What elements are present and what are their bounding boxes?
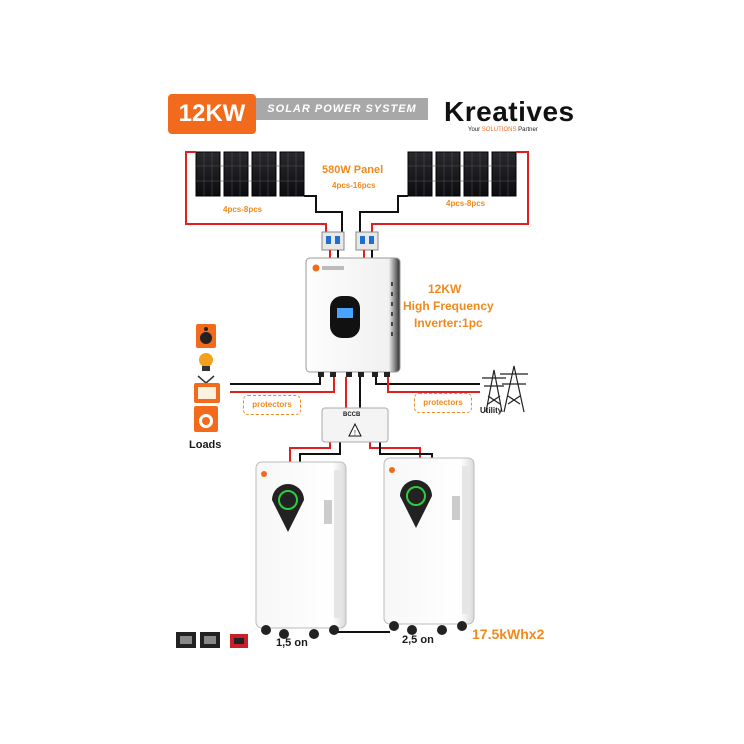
solar-panel (407, 151, 433, 197)
lightbulb-icon (199, 353, 213, 371)
utility-label: Utility (480, 406, 503, 415)
solar-panel (223, 151, 249, 197)
solar-panel (279, 151, 305, 197)
inverter-qty-label: Inverter:1pc (414, 316, 483, 330)
brand-tagline: Your SOLUTIONS Partner (468, 127, 538, 133)
battery-left (255, 461, 347, 639)
inverter-power-label: 12KW (428, 282, 462, 296)
inverter-type-label: High Frequency (403, 299, 494, 313)
pv-wiring-right (359, 151, 529, 234)
battery-logo-icon (261, 471, 267, 477)
panel-model-label: 580W Panel (322, 164, 384, 176)
washing-machine-icon (194, 406, 218, 432)
protector-left: protectors (243, 395, 301, 415)
tagline-prefix: Your (468, 127, 482, 133)
ac-wiring (230, 377, 480, 393)
television-icon (194, 375, 220, 403)
battery-logo-icon (389, 467, 395, 473)
protector-right: protectors (414, 393, 472, 413)
loads-group (194, 324, 220, 432)
banner-title: SOLAR POWER SYSTEM (256, 98, 428, 120)
solar-panel (435, 151, 461, 197)
battery-left-label: 1,5 on (276, 637, 308, 649)
tagline-suffix: Partner (516, 127, 538, 133)
dc-breaker-left (321, 231, 345, 251)
solar-panel (491, 151, 517, 197)
tagline-accent: SOLUTIONS (481, 127, 517, 133)
utility-pylon-icon (482, 365, 528, 413)
battery-right (383, 457, 475, 635)
brand-logo: Kreatives (444, 96, 575, 127)
speaker-icon (196, 324, 216, 348)
inverter-logo-icon (312, 264, 320, 272)
panel-total-qty: 4pcs-16pcs (332, 181, 376, 190)
warning-icon (348, 422, 362, 437)
loads-label: Loads (189, 439, 222, 451)
combiner-label: BCCB (343, 412, 361, 418)
solar-panel (195, 151, 221, 197)
svg-text:!: ! (354, 430, 356, 437)
battery-ports (176, 632, 248, 648)
solar-panel (463, 151, 489, 197)
battery-combiner-box: ! (321, 407, 389, 443)
pv-wiring-left (185, 151, 343, 234)
solar-panel (251, 151, 277, 197)
inverter (305, 257, 401, 377)
power-badge: 12KW (168, 94, 256, 134)
left-array-qty: 4pcs-8pcs (223, 205, 263, 214)
dc-breaker-right (355, 231, 379, 251)
right-array-qty: 4pcs-8pcs (446, 199, 486, 208)
battery-capacity-label: 17.5kWhx2 (472, 626, 545, 642)
right-solar-array (407, 151, 517, 197)
left-solar-array (195, 151, 305, 197)
battery-right-label: 2,5 on (402, 634, 434, 646)
